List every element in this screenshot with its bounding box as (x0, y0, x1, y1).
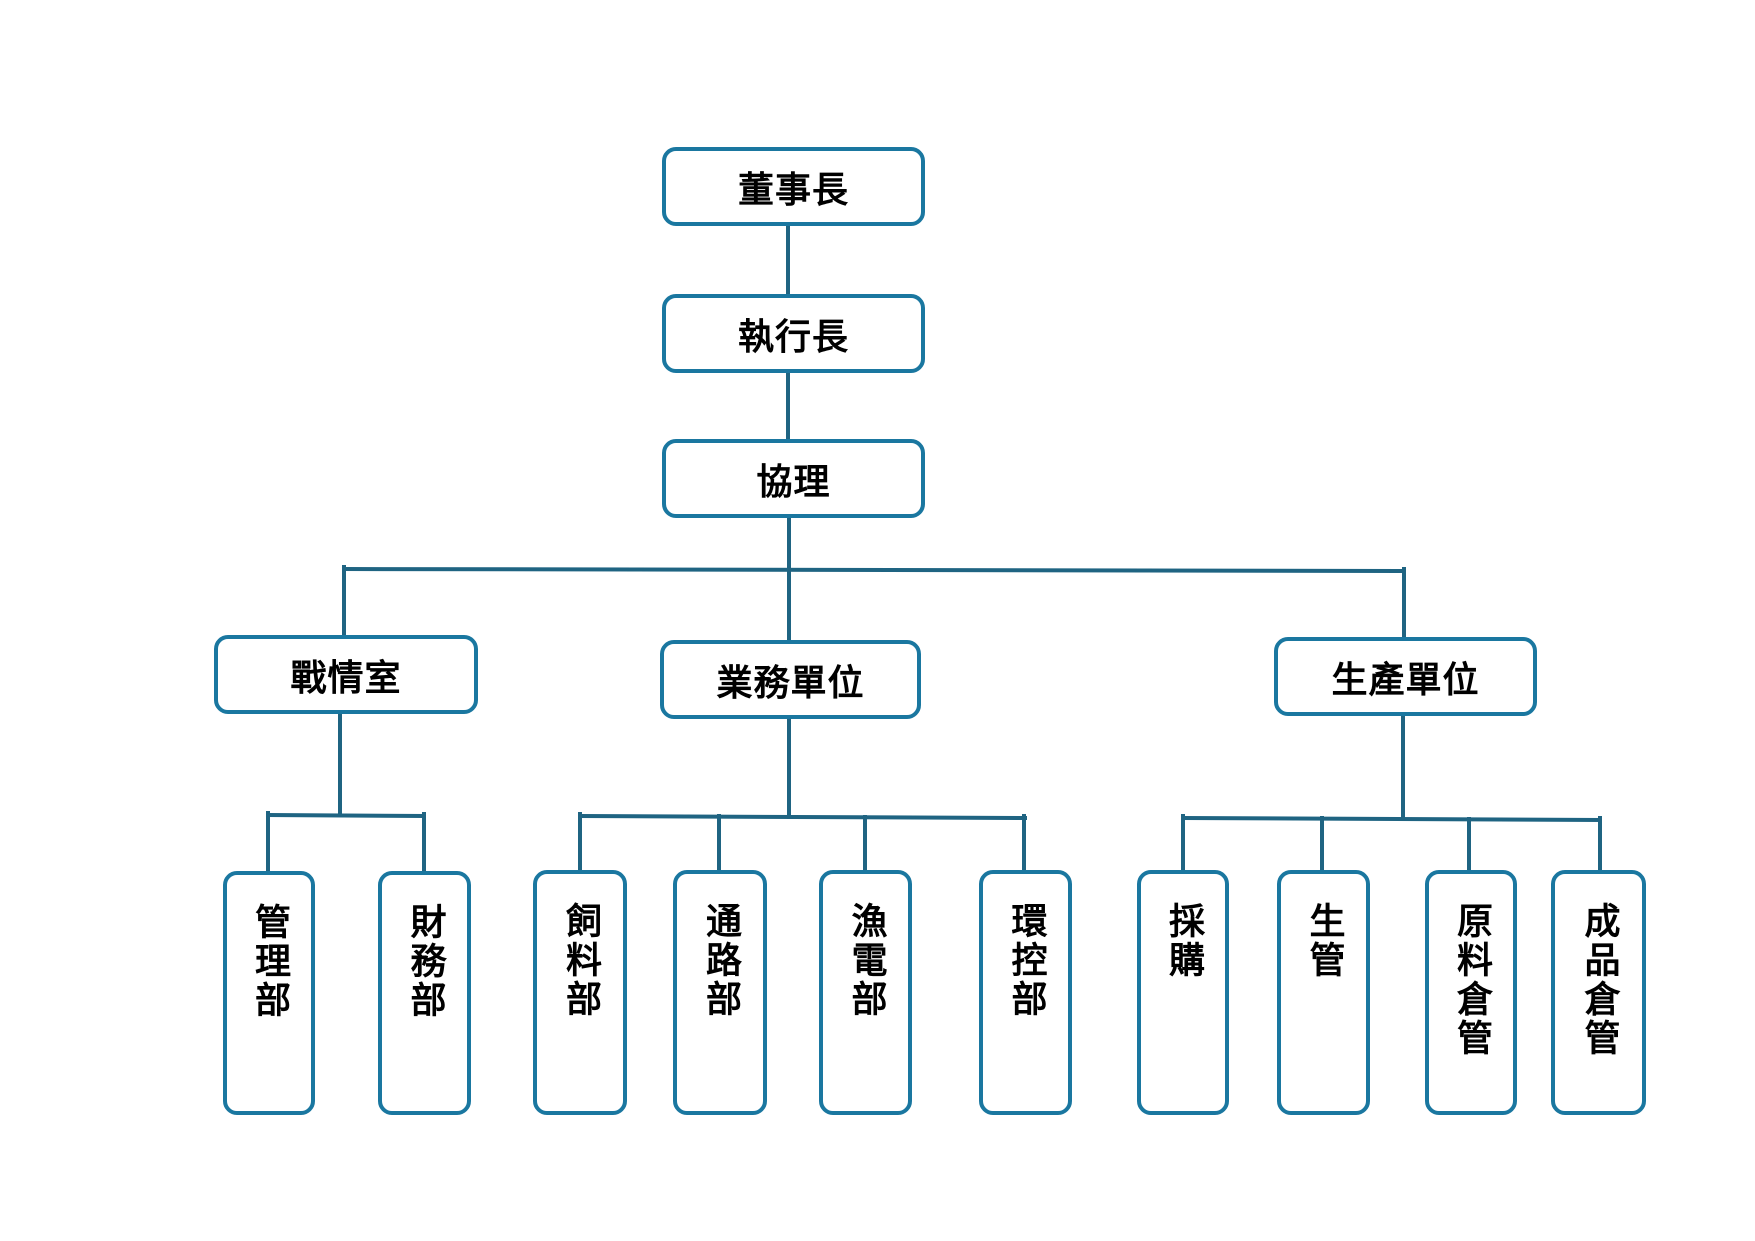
node-raw-material-warehouse: 原料倉管 (1425, 870, 1517, 1115)
node-management-dept: 管理部 (223, 871, 315, 1115)
node-label: 飼料部 (560, 902, 601, 1019)
connector-level3-bus (341, 566, 1407, 574)
node-label: 執行長 (737, 316, 849, 358)
node-label: 通路部 (700, 902, 741, 1019)
node-finished-goods-warehouse: 成品倉管 (1551, 870, 1646, 1115)
node-production-unit: 生產單位 (1274, 637, 1537, 716)
node-label: 生產單位 (1331, 659, 1480, 701)
node-label: 原料倉管 (1451, 902, 1492, 1058)
node-label: 董事長 (737, 169, 849, 211)
node-war-room: 戰情室 (214, 635, 478, 714)
node-production-control: 生管 (1277, 870, 1370, 1115)
node-chairman: 董事長 (662, 147, 925, 226)
node-procurement: 採購 (1137, 870, 1229, 1115)
node-env-control-dept: 環控部 (979, 870, 1072, 1115)
node-label: 協理 (756, 461, 831, 503)
node-label: 生管 (1303, 902, 1345, 980)
node-label: 採購 (1163, 902, 1204, 980)
connector-business-unit-bus (577, 813, 1028, 821)
node-feed-dept: 飼料部 (533, 870, 627, 1115)
node-label: 業務單位 (716, 662, 865, 704)
connector-war-room-bus (265, 812, 427, 819)
node-label: 財務部 (404, 903, 446, 1020)
node-assistant-manager: 協理 (662, 439, 925, 518)
node-fishery-power-dept: 漁電部 (819, 870, 912, 1115)
node-business-unit: 業務單位 (660, 640, 921, 719)
node-label: 成品倉管 (1578, 902, 1620, 1058)
node-label: 漁電部 (845, 902, 887, 1019)
node-ceo: 執行長 (662, 294, 925, 373)
connector-production-unit-bus (1180, 815, 1603, 823)
node-label: 戰情室 (290, 657, 402, 699)
node-channel-dept: 通路部 (673, 870, 767, 1115)
node-label: 環控部 (1005, 902, 1047, 1019)
node-label: 管理部 (249, 903, 290, 1020)
node-finance-dept: 財務部 (378, 871, 471, 1115)
